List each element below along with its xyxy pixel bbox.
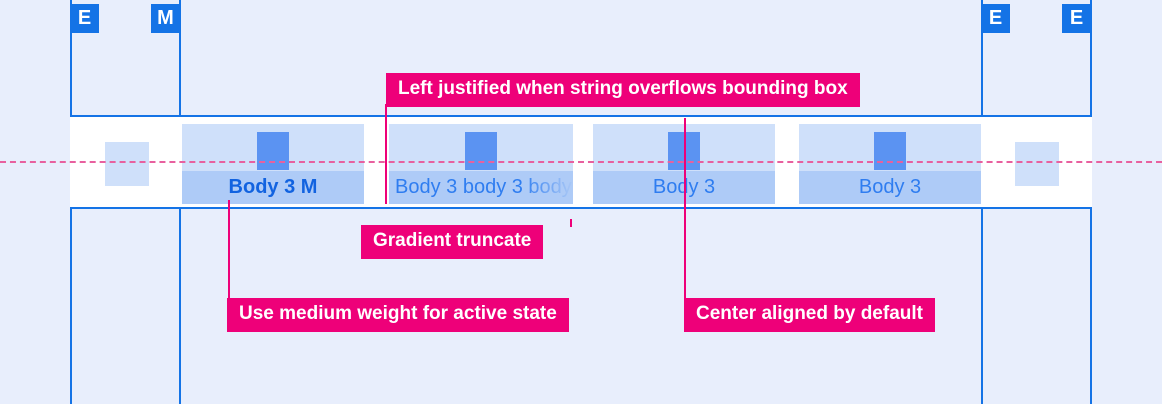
tab-item-1[interactable]: Body 3 M: [182, 124, 364, 204]
annotation-left-justified: Left justified when string overflows bou…: [386, 73, 860, 107]
annotation-use-medium-weight: Use medium weight for active state: [227, 298, 569, 332]
spacer-square-left: [105, 142, 149, 186]
tab-label-band: Body 3: [799, 171, 981, 204]
spacing-badge-e-left: E: [70, 4, 99, 33]
spacing-badge-e-right-1: E: [981, 4, 1010, 33]
tab-glyph-icon: [465, 132, 497, 170]
spacer-square-right: [1015, 142, 1059, 186]
tab-glyph-icon: [257, 132, 289, 170]
tab-bar-row: Body 3 M Body 3 body 3 body 3 Body 3: [70, 115, 1092, 209]
tab-label-1: Body 3 M: [228, 176, 318, 198]
tab-label-band: Body 3 M: [182, 171, 364, 204]
spacing-badge-m: M: [151, 4, 180, 33]
tab-icon-band: [182, 124, 364, 171]
tab-icon-band: [799, 124, 981, 171]
tab-icon-band: [389, 124, 573, 171]
tab-label-4: Body 3: [858, 176, 922, 198]
annotation-gradient-truncate: Gradient truncate: [361, 225, 544, 259]
leader-center-aligned: [684, 118, 686, 300]
leader-left-justified: [385, 104, 387, 204]
leader-use-medium-weight: [228, 200, 230, 300]
tab-label-3: Body 3: [652, 176, 716, 198]
tab-label-band: Body 3 body 3 body 3: [389, 171, 573, 204]
leader-gradient-truncate: [570, 219, 572, 227]
baseline-guide: [0, 161, 1162, 163]
spacing-badge-e-right-2: E: [1062, 4, 1091, 33]
annotation-center-aligned: Center aligned by default: [684, 298, 935, 332]
tab-glyph-icon: [874, 132, 906, 170]
tab-item-2[interactable]: Body 3 body 3 body 3: [389, 124, 573, 204]
tab-item-4[interactable]: Body 3: [799, 124, 981, 204]
tab-label-2: Body 3 body 3 body 3: [395, 176, 573, 198]
